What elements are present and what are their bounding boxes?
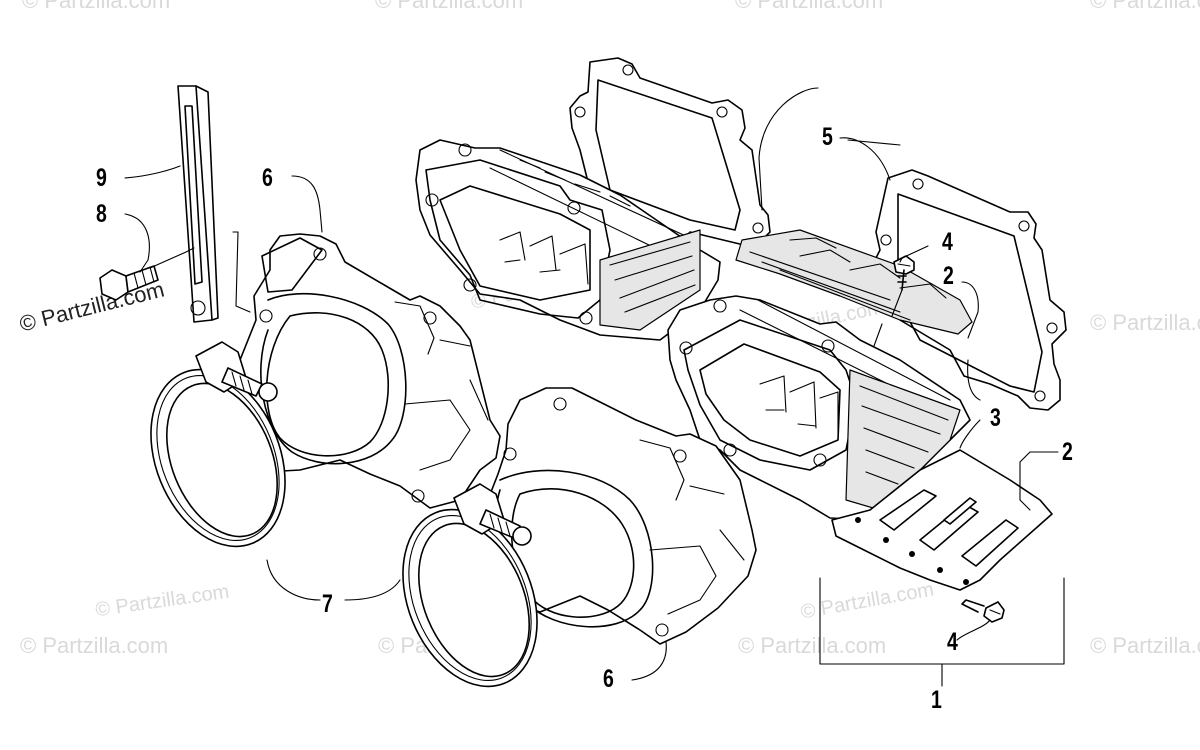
callout-8: 8 [96, 200, 107, 228]
callout-2: 2 [1062, 438, 1073, 466]
watermark: © Partzilla.com [1090, 310, 1200, 335]
callout-3: 3 [990, 404, 1001, 432]
watermark: © Partzilla.com [20, 633, 169, 658]
callout-7: 7 [322, 590, 333, 618]
gasket-icon [873, 169, 1067, 411]
callout-2: 2 [943, 262, 954, 290]
callout-6: 6 [603, 665, 614, 693]
watermark: © Partzilla.com [375, 0, 524, 13]
watermark: © Partzilla.com [735, 0, 884, 13]
watermark: © Partzilla.com [738, 633, 887, 658]
screw-icon [961, 599, 1005, 623]
callout-1: 1 [931, 686, 942, 714]
watermark: © Partzilla.com [22, 0, 171, 13]
callout-4: 4 [947, 628, 958, 656]
hose-clamp-icon [150, 341, 286, 548]
watermark: © Partzilla.com [1090, 0, 1200, 13]
leader-lines [124, 87, 1065, 687]
hose-clamp-icon [402, 483, 538, 688]
watermark: © Partzilla.com [1090, 633, 1200, 658]
callout-4: 4 [942, 228, 953, 256]
reed-cage-icon [667, 295, 971, 521]
callout-9: 9 [96, 164, 107, 192]
reed-petal-icon [735, 229, 973, 335]
bracket-icon [177, 85, 219, 323]
callout-6: 6 [262, 164, 273, 192]
reed-cage-icon [415, 139, 721, 341]
intake-boot-icon [235, 233, 501, 509]
bolt-icon [99, 265, 159, 301]
callout-5: 5 [822, 123, 833, 151]
reed-petal-icon [831, 449, 1053, 591]
